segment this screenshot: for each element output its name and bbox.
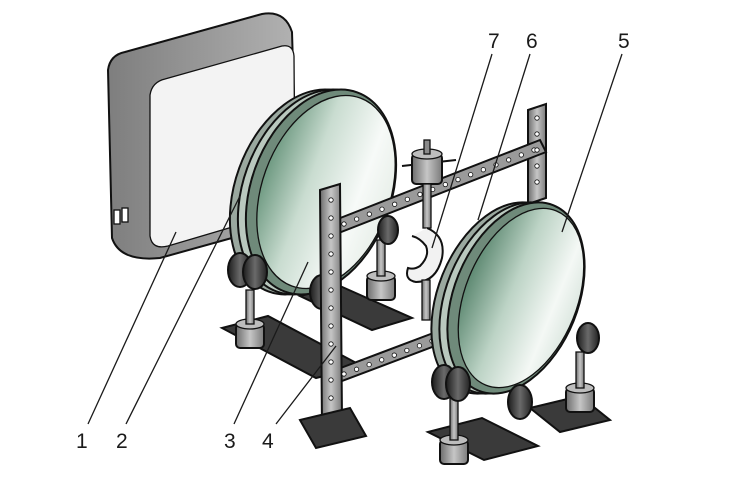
rail-hole: [328, 215, 334, 221]
rail-hole: [392, 201, 398, 207]
rail-hole: [391, 352, 397, 358]
rail-hole: [417, 191, 423, 197]
rail-hole: [442, 181, 448, 188]
rail-hole: [328, 287, 334, 293]
rail-hole: [328, 377, 334, 383]
rail-hole: [416, 343, 423, 349]
rail-hole: [534, 115, 540, 121]
callout-6: 6: [526, 30, 538, 53]
rail-hole: [366, 361, 372, 368]
rail-hole: [341, 221, 347, 227]
leader-2: [125, 195, 241, 425]
rail-hole: [366, 211, 372, 217]
callout-4: 4: [262, 430, 274, 453]
leader-5: [561, 53, 623, 233]
callout-2: 2: [116, 430, 128, 453]
rail-hole: [328, 305, 334, 311]
rail-hole: [328, 197, 334, 203]
rail-hole: [328, 395, 334, 401]
rail-hole: [534, 147, 540, 153]
rail-hole: [468, 172, 474, 178]
rail-hole: [341, 371, 347, 377]
rail-holes: [328, 115, 540, 401]
callout-labels: 1 2 3 4 5 6 7: [76, 30, 630, 453]
rail-hole: [328, 359, 334, 365]
right-lens-base: [425, 322, 613, 465]
rail-hole: [328, 269, 334, 275]
rail-hole: [480, 167, 486, 173]
leader-1: [87, 231, 177, 425]
rail-hole: [328, 341, 334, 347]
rail-hole: [534, 131, 540, 137]
rail-hole: [404, 347, 410, 354]
rail-hole: [455, 177, 461, 183]
rail-hole: [328, 323, 334, 329]
rail-hole: [328, 251, 334, 257]
leader-4: [275, 345, 337, 425]
rail-hole: [379, 206, 385, 212]
leader-lines: [87, 53, 623, 425]
rail-hole: [379, 357, 385, 363]
leader-7: [431, 53, 493, 249]
rail-hole: [328, 233, 334, 239]
rail-hole: [404, 196, 410, 202]
leader-3: [233, 261, 309, 425]
rail-hole: [534, 179, 540, 185]
rail-hole: [354, 216, 360, 222]
callout-5: 5: [618, 30, 630, 53]
rail-hole: [518, 152, 524, 158]
rail-hole: [534, 163, 540, 169]
callout-3: 3: [224, 430, 236, 453]
rail-hole: [506, 157, 512, 163]
right-lens-assembly: [430, 201, 586, 395]
leader-6: [477, 53, 531, 221]
callout-7: 7: [488, 30, 500, 53]
rail-hole: [353, 366, 360, 372]
callout-1: 1: [76, 430, 88, 453]
